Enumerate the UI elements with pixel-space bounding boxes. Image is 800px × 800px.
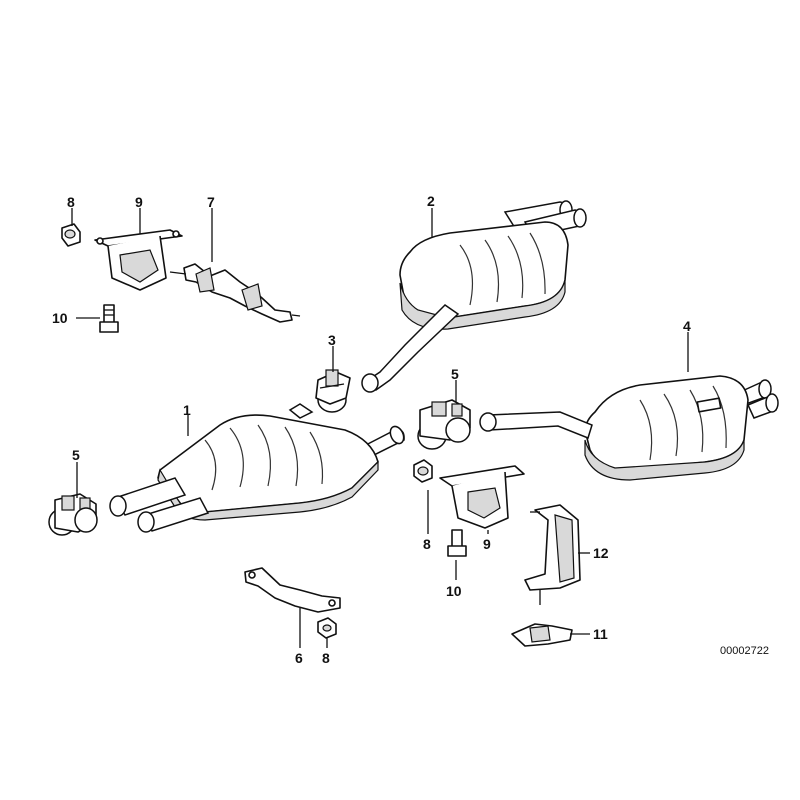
nut-8-bottom xyxy=(317,617,337,639)
center-silencer xyxy=(361,200,587,393)
clamp-3 xyxy=(315,369,351,413)
callout-5-left: 5 xyxy=(72,447,80,463)
hanger-bracket-9-bottom xyxy=(439,465,525,529)
callout-7: 7 xyxy=(207,194,215,210)
rear-silencer xyxy=(479,375,779,481)
callout-6: 6 xyxy=(295,650,303,666)
callout-11: 11 xyxy=(593,626,608,642)
bolt-10-top xyxy=(99,304,119,333)
callout-9-top: 9 xyxy=(135,194,143,210)
callout-2: 2 xyxy=(427,193,435,209)
callout-5-right: 5 xyxy=(451,366,459,382)
callout-8-middle: 8 xyxy=(423,536,431,552)
callout-3: 3 xyxy=(328,332,336,348)
hanger-7 xyxy=(169,263,301,323)
callout-8-top: 8 xyxy=(67,194,75,210)
bracket-6 xyxy=(244,567,341,613)
leader-lines xyxy=(71,208,689,648)
nut-8-middle xyxy=(413,459,433,483)
callout-10-top: 10 xyxy=(52,310,68,326)
callout-8-bottom: 8 xyxy=(322,650,330,666)
clamp-5-right xyxy=(417,399,471,450)
clip-11 xyxy=(511,623,573,647)
nut-8-top xyxy=(61,223,81,247)
bolt-10-bottom xyxy=(447,529,467,557)
callout-10-bottom: 10 xyxy=(446,583,462,599)
callout-9-bottom: 9 xyxy=(483,536,491,552)
clamp-5-left xyxy=(48,493,98,536)
callout-labels: 1 2 3 4 5 5 6 7 8 8 8 9 9 10 10 11 12 00… xyxy=(52,193,769,666)
front-silencer xyxy=(109,403,405,533)
callout-12: 12 xyxy=(593,545,609,561)
hanger-bracket-9-top xyxy=(94,229,183,291)
drawing-code: 00002722 xyxy=(720,645,769,657)
bracket-12 xyxy=(524,504,581,605)
callout-4: 4 xyxy=(683,318,691,334)
callout-1: 1 xyxy=(183,402,191,418)
